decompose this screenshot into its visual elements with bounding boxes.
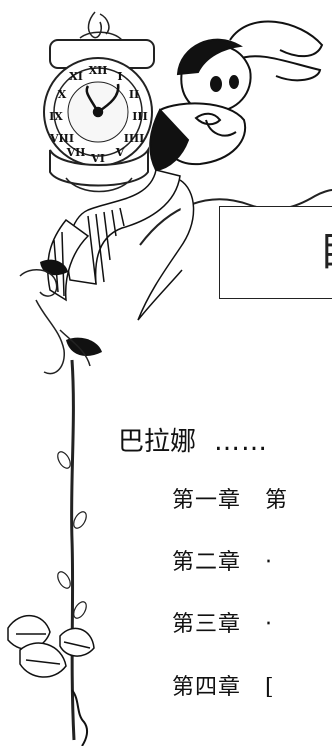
chapter-tail: ‧ [265, 612, 274, 637]
numeral-vii: VII [66, 146, 86, 159]
toc-main-title: 巴拉娜 [118, 427, 197, 457]
numeral-x: X [58, 88, 67, 101]
ornate-base [19, 269, 91, 375]
shoe-right [66, 337, 102, 356]
chapter-label: 第四章 [172, 675, 242, 700]
numeral-xii: XII [89, 64, 108, 77]
chapter-label: 第二章 [172, 550, 242, 575]
chapter-tail: [ [265, 675, 275, 700]
clock-numerals: XII I II III IIII V VI VII VIII IX X XI [49, 64, 148, 165]
numeral-ix: IX [49, 110, 63, 123]
toc-chapter-3[interactable]: 第三章 ‧ [172, 610, 273, 640]
numeral-viii: VIII [49, 132, 74, 145]
numeral-vi: VI [90, 152, 105, 165]
numeral-iiii: IIII [124, 132, 145, 145]
clock-hands [85, 83, 120, 118]
numeral-v: V [115, 146, 125, 159]
rabbit-character [149, 20, 324, 172]
vine-stem [70, 359, 76, 741]
toc-chapter-4[interactable]: 第四章 [ [172, 673, 275, 703]
toc-chapter-2[interactable]: 第二章 ‧ [172, 548, 273, 578]
title-box [219, 206, 332, 299]
clock-finial [79, 11, 123, 41]
vine-leaves [57, 451, 87, 619]
numeral-xi: XI [69, 70, 83, 83]
numeral-ii: II [129, 88, 139, 101]
toc-main-leader: …… [214, 427, 269, 457]
numeral-i: I [117, 70, 122, 83]
toc-main-entry[interactable]: 巴拉娜 …… [118, 425, 268, 459]
toc-chapter-1[interactable]: 第一章第 [172, 486, 288, 516]
leaf-cluster [7, 614, 95, 746]
chapter-label: 第一章 [172, 488, 242, 513]
chapter-tail: ‧ [265, 550, 274, 575]
striped-legs [47, 169, 195, 321]
numeral-iii: III [132, 110, 147, 123]
title-glyph: 目 [319, 232, 332, 272]
chapter-label: 第三章 [172, 612, 242, 637]
chapter-tail: 第 [265, 488, 289, 513]
